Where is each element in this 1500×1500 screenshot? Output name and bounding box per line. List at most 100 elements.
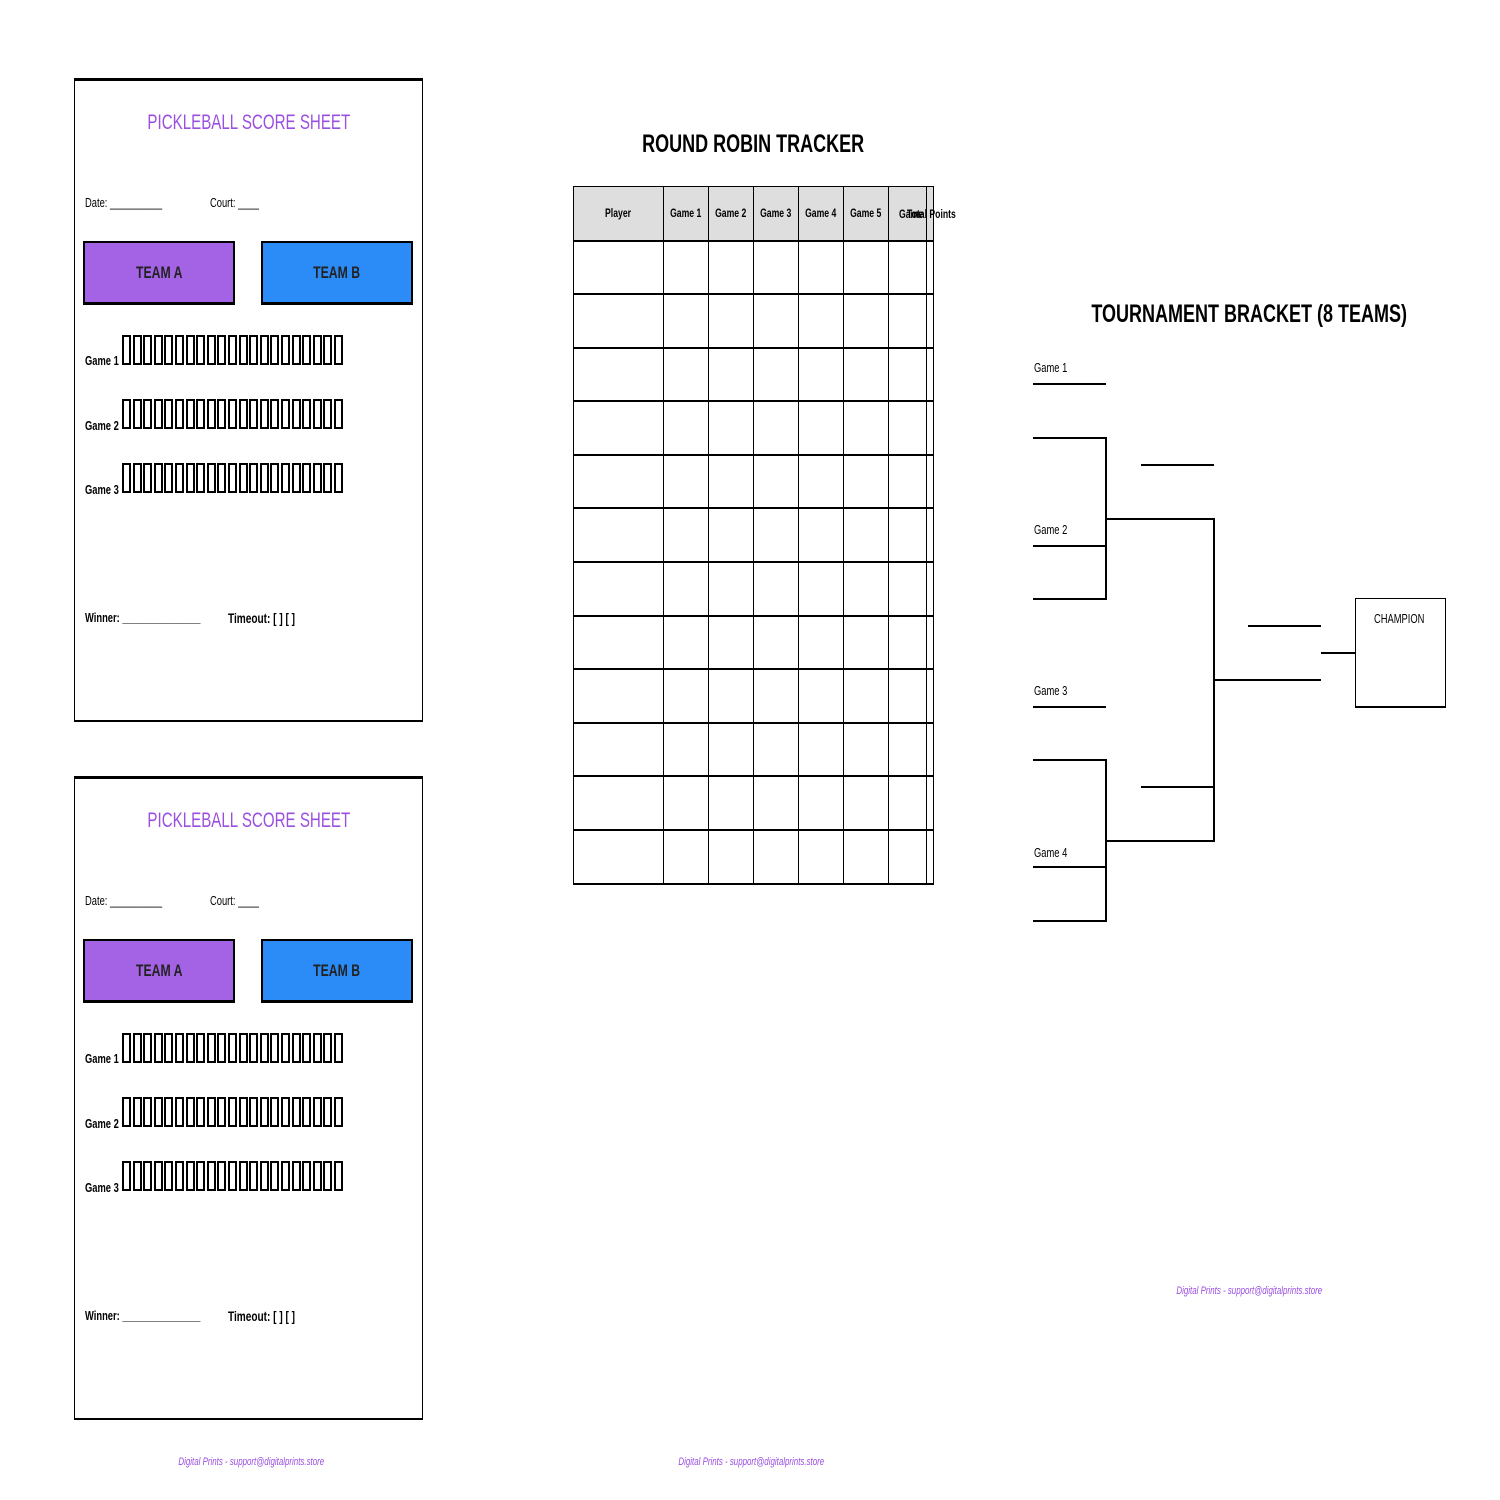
score-box[interactable]	[174, 399, 184, 429]
table-cell[interactable]	[926, 668, 934, 724]
score-box[interactable]	[280, 463, 290, 493]
score-box[interactable]	[270, 1097, 280, 1127]
score-box[interactable]	[185, 399, 195, 429]
score-box[interactable]	[153, 463, 163, 493]
score-box[interactable]	[153, 399, 163, 429]
table-cell[interactable]	[843, 829, 889, 885]
score-box[interactable]	[217, 399, 227, 429]
table-cell[interactable]	[753, 829, 799, 885]
score-box[interactable]	[249, 335, 259, 365]
score-box[interactable]	[206, 1161, 216, 1191]
score-box[interactable]	[312, 1097, 322, 1127]
score-box[interactable]	[122, 335, 131, 365]
table-cell[interactable]	[663, 615, 709, 671]
score-box[interactable]	[143, 1161, 153, 1191]
table-cell[interactable]	[573, 775, 664, 832]
score-box[interactable]	[312, 399, 322, 429]
score-box[interactable]	[249, 1161, 259, 1191]
table-cell[interactable]	[926, 454, 934, 510]
score-box[interactable]	[333, 1033, 343, 1063]
score-box[interactable]	[153, 335, 163, 365]
table-cell[interactable]	[926, 829, 934, 885]
score-box[interactable]	[122, 463, 131, 493]
table-cell[interactable]	[663, 775, 709, 832]
score-box[interactable]	[333, 463, 343, 493]
table-cell[interactable]	[708, 561, 754, 617]
score-box[interactable]	[270, 335, 280, 365]
score-box[interactable]	[206, 399, 216, 429]
table-cell[interactable]	[843, 347, 889, 403]
table-cell[interactable]	[798, 400, 844, 456]
score-box[interactable]	[280, 1033, 290, 1063]
table-cell[interactable]	[798, 347, 844, 403]
table-cell[interactable]	[573, 722, 664, 778]
score-box[interactable]	[249, 463, 259, 493]
score-box[interactable]	[238, 1161, 248, 1191]
score-box[interactable]	[217, 335, 227, 365]
score-box[interactable]	[174, 1033, 184, 1063]
score-box[interactable]	[174, 463, 184, 493]
score-box[interactable]	[227, 399, 237, 429]
table-cell[interactable]	[888, 668, 927, 724]
score-box[interactable]	[227, 463, 237, 493]
score-box[interactable]	[238, 399, 248, 429]
table-cell[interactable]	[753, 615, 799, 671]
score-box[interactable]	[270, 1161, 280, 1191]
score-box[interactable]	[259, 463, 269, 493]
score-box[interactable]	[227, 1097, 237, 1127]
table-cell[interactable]	[843, 400, 889, 456]
table-cell[interactable]	[708, 400, 754, 456]
score-box[interactable]	[185, 1161, 195, 1191]
score-box[interactable]	[132, 1161, 142, 1191]
table-cell[interactable]	[798, 668, 844, 724]
score-box[interactable]	[302, 335, 312, 365]
score-box[interactable]	[291, 399, 301, 429]
table-cell[interactable]	[888, 561, 927, 617]
table-cell[interactable]	[843, 722, 889, 778]
score-box[interactable]	[143, 399, 153, 429]
score-box[interactable]	[164, 1097, 174, 1127]
score-box[interactable]	[312, 335, 322, 365]
score-box[interactable]	[164, 399, 174, 429]
score-box[interactable]	[132, 399, 142, 429]
table-cell[interactable]	[573, 400, 664, 456]
table-cell[interactable]	[926, 507, 934, 564]
score-box[interactable]	[312, 1033, 322, 1063]
table-cell[interactable]	[753, 775, 799, 832]
table-cell[interactable]	[573, 454, 664, 510]
score-box[interactable]	[227, 1161, 237, 1191]
table-cell[interactable]	[753, 400, 799, 456]
table-cell[interactable]	[663, 507, 709, 564]
table-cell[interactable]	[708, 668, 754, 724]
table-cell[interactable]	[888, 615, 927, 671]
score-box[interactable]	[291, 463, 301, 493]
score-box[interactable]	[312, 1161, 322, 1191]
score-box[interactable]	[196, 1033, 206, 1063]
table-cell[interactable]	[926, 615, 934, 671]
score-box[interactable]	[302, 463, 312, 493]
table-cell[interactable]	[888, 507, 927, 564]
table-cell[interactable]	[926, 240, 934, 296]
table-cell[interactable]	[888, 293, 927, 349]
score-box[interactable]	[143, 1033, 153, 1063]
table-cell[interactable]	[843, 240, 889, 296]
score-box[interactable]	[132, 1097, 142, 1127]
table-cell[interactable]	[573, 293, 664, 349]
table-cell[interactable]	[843, 454, 889, 510]
table-cell[interactable]	[573, 347, 664, 403]
score-box[interactable]	[291, 1033, 301, 1063]
table-cell[interactable]	[708, 507, 754, 564]
score-box[interactable]	[259, 399, 269, 429]
score-box[interactable]	[164, 1033, 174, 1063]
score-box[interactable]	[333, 1097, 343, 1127]
table-cell[interactable]	[888, 240, 927, 296]
table-cell[interactable]	[753, 240, 799, 296]
score-box[interactable]	[238, 1033, 248, 1063]
score-box[interactable]	[270, 399, 280, 429]
table-cell[interactable]	[888, 722, 927, 778]
score-box[interactable]	[174, 1161, 184, 1191]
score-box[interactable]	[238, 335, 248, 365]
score-box[interactable]	[302, 1161, 312, 1191]
table-cell[interactable]	[663, 293, 709, 349]
table-cell[interactable]	[753, 668, 799, 724]
